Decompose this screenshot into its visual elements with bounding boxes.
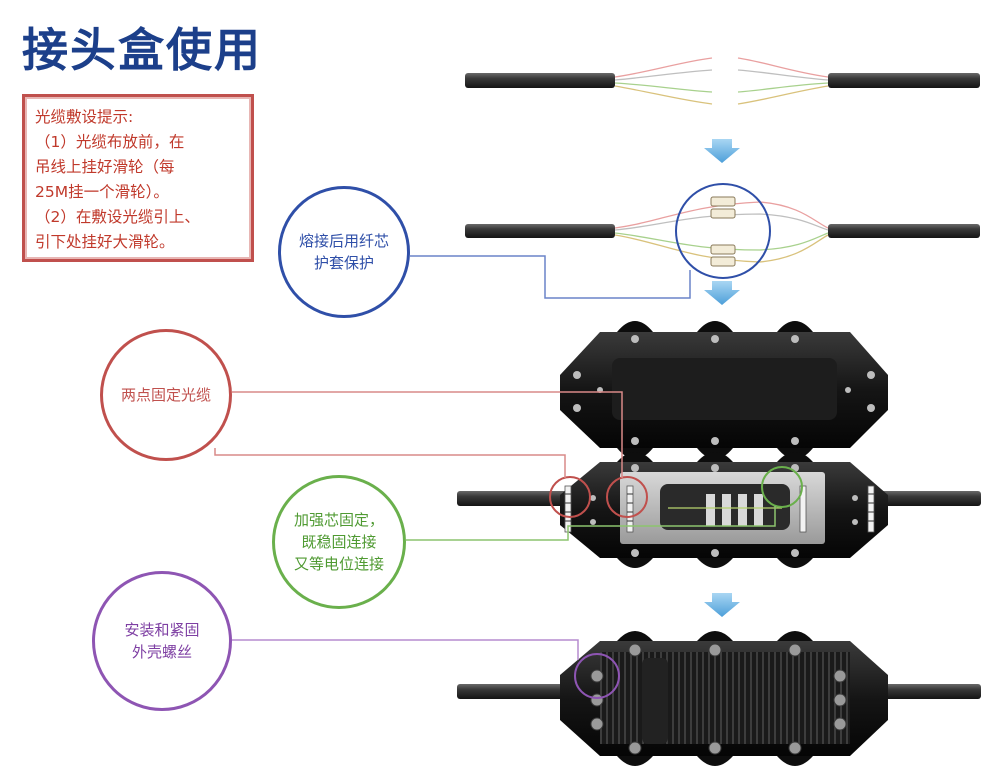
fibers-right [737,57,829,105]
blue-leader-line [410,255,691,299]
callout-shell-screws: 安装和紧固 外壳螺丝 [92,571,232,711]
stage-stripped-cables [465,57,980,105]
clamp-highlight-circle [606,476,648,518]
cable-right [828,73,980,88]
closure-lid [560,321,888,459]
purple-leader-line [232,639,579,660]
tip-line: 光缆敷设提示: [35,108,134,126]
stage-spliced-fibers [465,183,980,279]
red-leader-line [232,391,623,478]
cable-left [465,224,615,238]
tip-line: 引下处挂好大滑轮。 [35,233,175,251]
cable-right [828,224,980,238]
down-arrow-icon [704,593,740,617]
callout-strength-core-fixing: 加强芯固定， 既稳固连接 又等电位连接 [272,475,406,609]
red-leader-line [214,448,566,478]
clamp-highlight-circle [549,476,591,518]
stage-open-closure [457,321,981,568]
closure-base [560,452,888,568]
stage-closed-closure [457,631,981,766]
shell-screws [590,643,847,755]
callout-fiber-protection: 熔接后用纤芯 护套保护 [278,186,410,318]
cable-left [465,73,615,88]
strength-core-highlight-circle [761,466,803,508]
tip-line: （2）在敷设光缆引上、 [35,208,200,226]
callout-two-point-fixing: 两点固定光缆 [100,329,232,461]
tip-line: 25M挂一个滑轮）。 [35,183,169,201]
callout-line: 熔接后用纤芯 [298,232,389,250]
tip-line: 吊线上挂好滑轮（每 [35,158,175,176]
callout-line: 加强芯固定， [293,511,384,529]
splice-highlight-circle [675,183,771,279]
green-leader-line [406,506,776,541]
splice-sleeves [710,196,736,267]
cable-laying-tips-box: 光缆敷设提示: （1）光缆布放前，在 吊线上挂好滑轮（每 25M挂一个滑轮）。 … [22,94,254,262]
callout-line: 安装和紧固 [124,621,200,639]
callout-line: 外壳螺丝 [131,643,192,661]
screw-highlight-circle [574,653,620,699]
callout-line: 又等电位连接 [293,555,384,573]
callout-line: 既稳固连接 [301,533,377,551]
tip-line: （1）光缆布放前，在 [35,133,185,151]
callout-line: 护套保护 [313,254,374,272]
fibers-left [614,57,713,105]
down-arrow-icon [704,139,740,163]
callout-line: 两点固定光缆 [120,386,211,404]
down-arrow-icon [704,281,740,305]
page-title: 接头盒使用 [22,23,262,77]
